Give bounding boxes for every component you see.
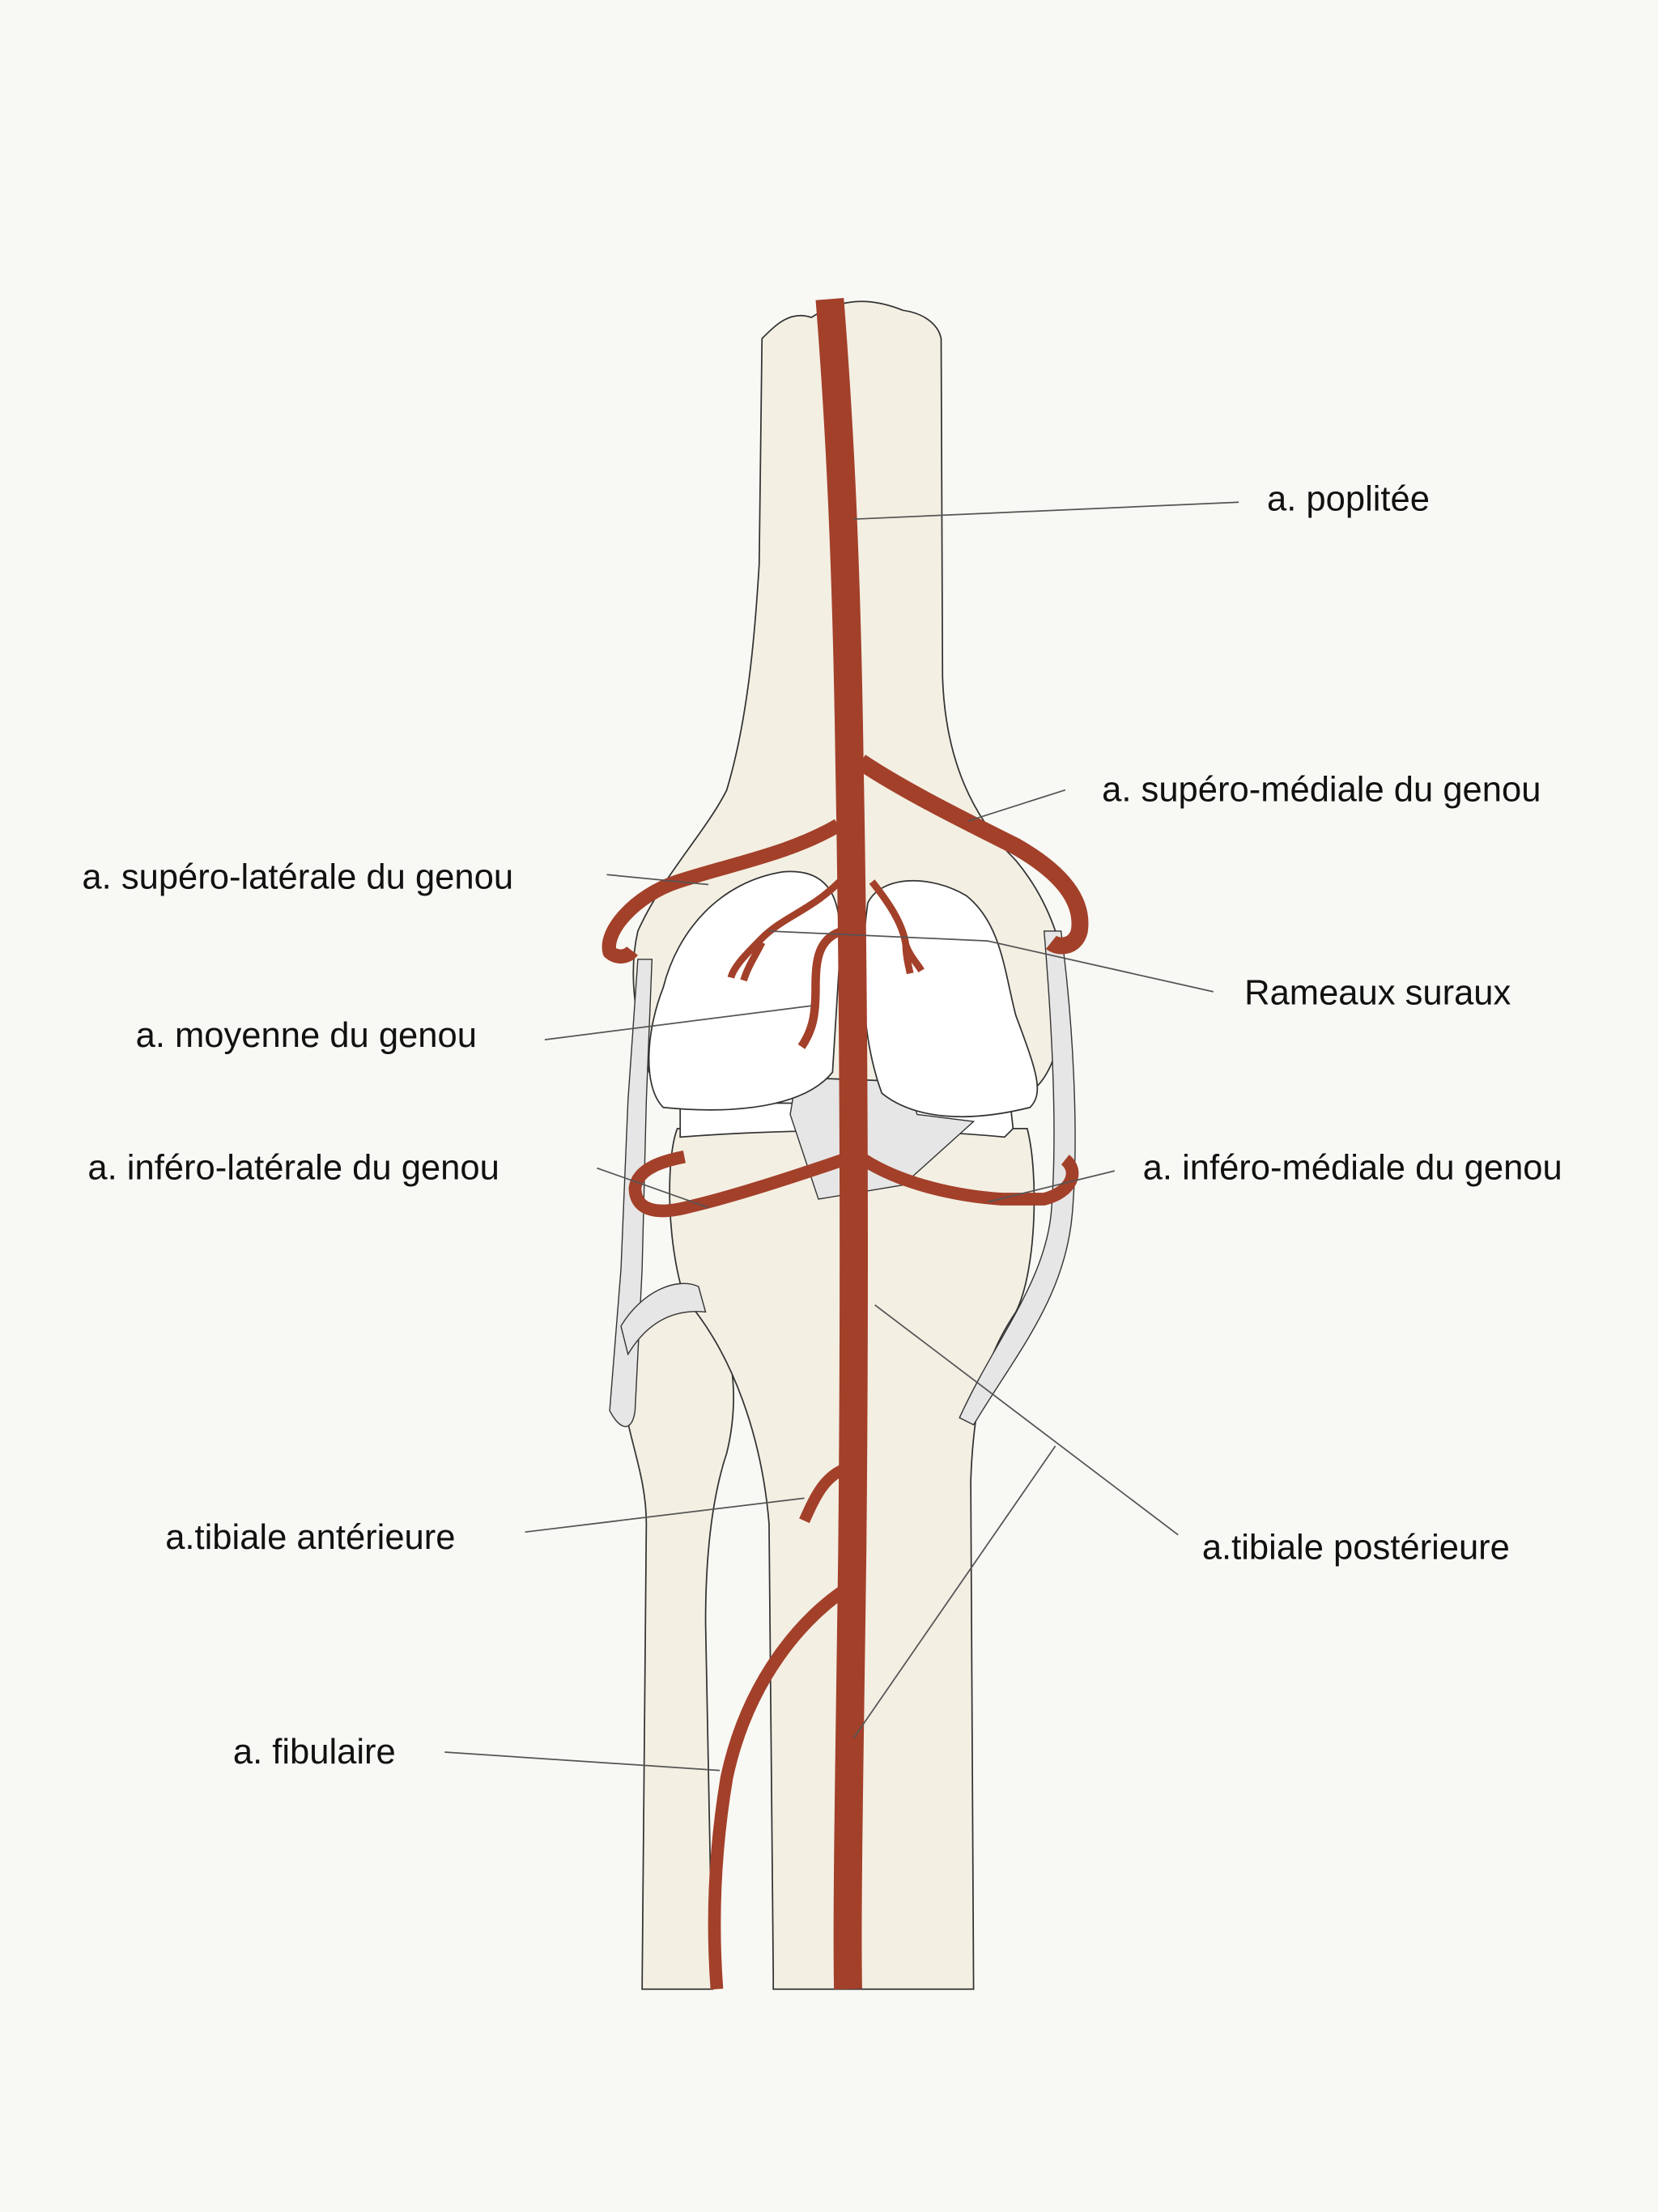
label-moyenne: a. moyenne du genou: [136, 1016, 477, 1055]
supero-medial-artery: [856, 755, 1089, 955]
leader-supero-laterale: [606, 874, 709, 886]
leader-tibiale-posterieure-2: [852, 1445, 1056, 1739]
leader-supero-mediale: [967, 789, 1066, 822]
middle-genicular-artery: [797, 926, 844, 1049]
anterior-tibial-artery: [799, 1461, 852, 1524]
infero-medial-artery: [860, 1154, 1079, 1206]
label-poplitee: a. poplitée: [1267, 480, 1430, 519]
leader-fibulaire: [444, 1751, 721, 1772]
label-infero-mediale: a. inféro-médiale du genou: [1143, 1149, 1562, 1188]
popliteal-artery: [815, 297, 868, 1989]
leader-infero-mediale: [987, 1170, 1116, 1203]
supero-lateral-artery: [602, 819, 842, 963]
medial-collateral-ligament: [959, 930, 1076, 1426]
label-supero-laterale: a. supéro-latérale du genou: [82, 858, 513, 897]
leader-poplitee: [853, 501, 1239, 521]
leader-infero-laterale: [597, 1167, 709, 1209]
label-fibulaire: a. fibulaire: [233, 1733, 396, 1772]
sural-branch-left: [727, 878, 843, 982]
leader-tibiale-anterieure: [525, 1497, 805, 1534]
leader-moyenne: [544, 1005, 812, 1040]
fibular-head-ligament: [620, 1283, 707, 1356]
label-rameaux-suraux: Rameaux suraux: [1244, 974, 1511, 1013]
label-tibiale-posterieure: a.tibiale postérieure: [1202, 1528, 1510, 1567]
leader-lines: [444, 501, 1239, 1772]
sural-branch-right: [869, 879, 925, 975]
label-infero-laterale: a. inféro-latérale du genou: [87, 1149, 499, 1188]
arteries: [602, 297, 1089, 1990]
infero-lateral-artery: [628, 1151, 846, 1218]
leader-rameaux-suraux: [768, 930, 1214, 993]
fibular-artery: [708, 1581, 853, 1990]
leader-tibiale-posterieure: [874, 1304, 1179, 1536]
label-tibiale-anterieure: a.tibiale antérieure: [165, 1518, 455, 1557]
label-supero-mediale: a. supéro-médiale du genou: [1102, 771, 1541, 810]
